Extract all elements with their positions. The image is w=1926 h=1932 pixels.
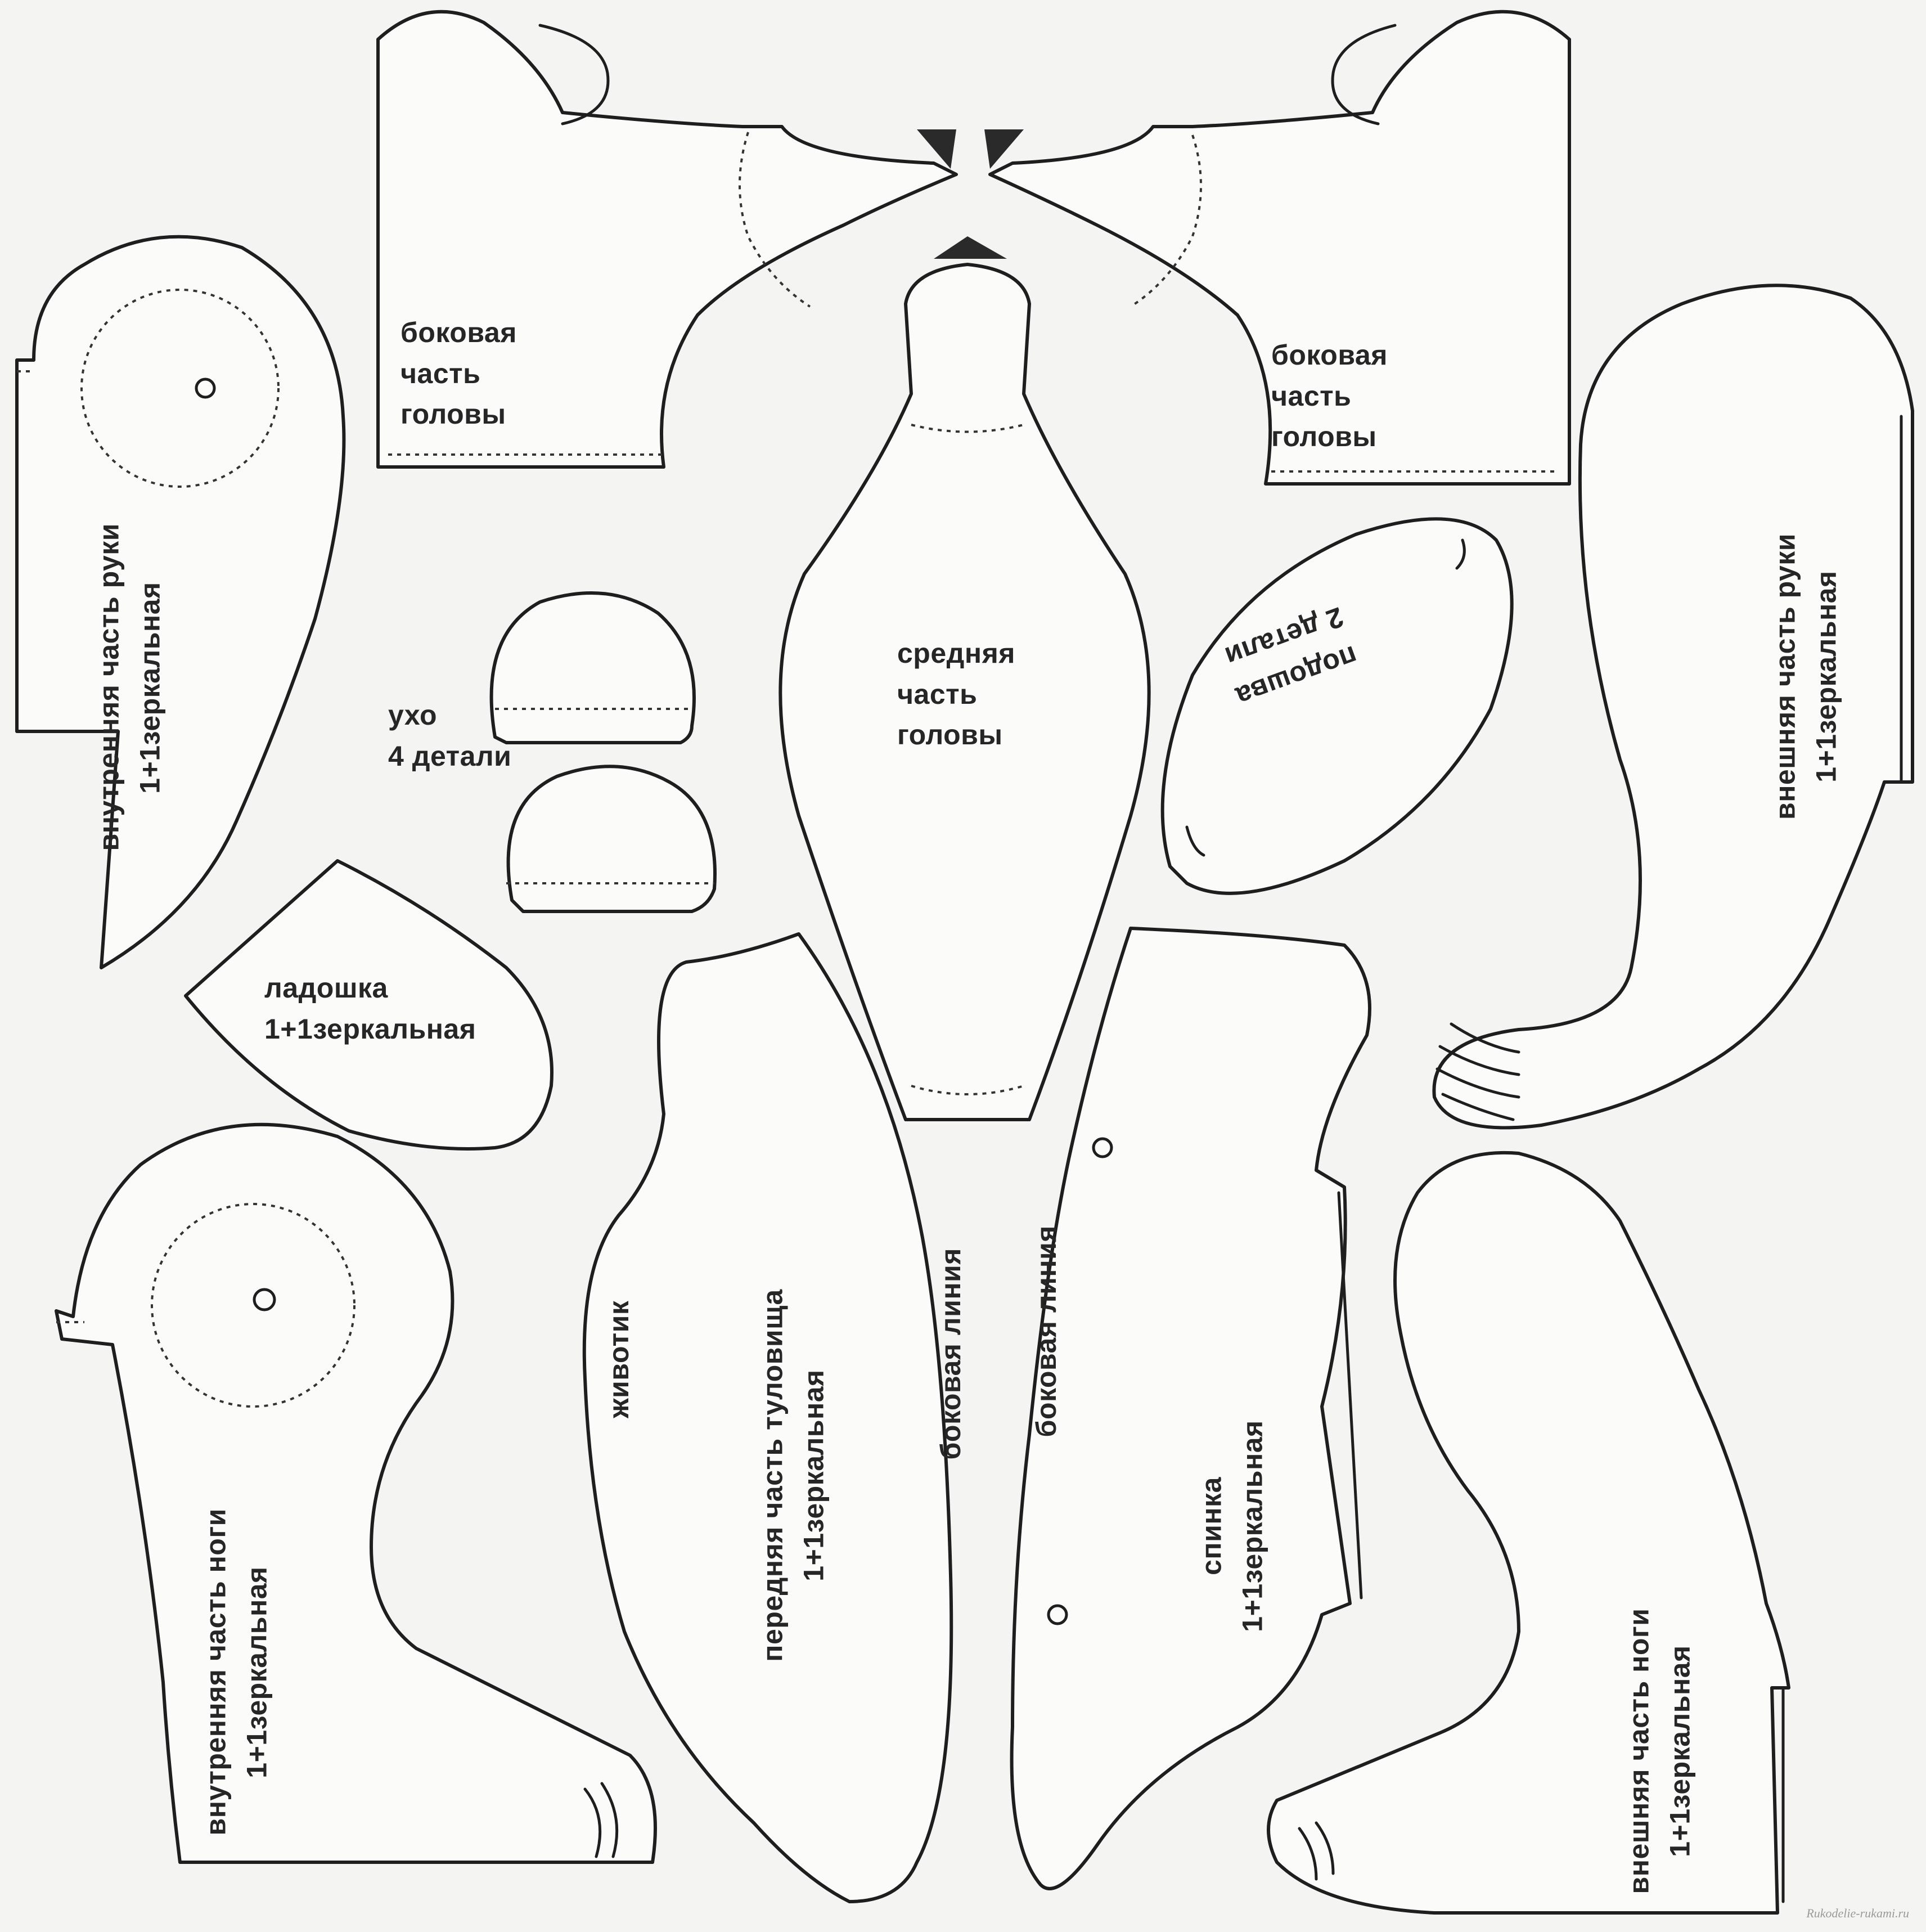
label-line: боковая линия [934,1248,966,1460]
label-line: 1+1зеркальная [1236,1420,1268,1632]
leg-outer-label: внешняя часть ноги 1+1зеркальная [1619,1577,1700,1926]
arm-outer-label: внешняя часть руки 1+1зеркальная [1765,514,1847,840]
label-line: животик [602,1300,634,1418]
body-front-sideline-label: боковая линия [930,1196,971,1511]
label-line: боковая [1271,339,1388,371]
label-line: головы [897,719,1003,751]
ear-label: ухо 4 детали [388,695,511,776]
label-line: боковая [400,317,517,348]
label-line: ухо [388,699,438,731]
head-side-left-label: боковая часть головы [400,312,517,435]
arm-inner-label: внутренняя часть руки 1+1зеркальная [89,523,170,851]
watermark-text: Rukodelie-rukami.ru [1806,1906,1909,1920]
label-line: 1+1зеркальная [241,1566,272,1778]
arm-inner-piece [15,235,346,969]
body-back-sideline-label: боковая линия [1026,1174,1067,1489]
sole-piece [1160,517,1514,895]
label-line: головы [1271,421,1377,452]
label-line: внутренняя часть ноги [200,1508,232,1836]
label-line: передняя часть туловища [757,1289,789,1662]
label-line: часть [897,678,978,710]
label-line: часть [400,357,481,389]
label-line: 1+1зеркальная [134,582,165,794]
ear-bottom-piece [506,765,717,913]
body-front-piece [582,932,953,1903]
label-line: 1+1зеркальная [1810,570,1842,783]
label-line: боковая линия [1030,1225,1062,1437]
palm-label: ладошка 1+1зеркальная [264,968,476,1049]
leg-outer-piece [1267,1151,1790,1915]
head-side-right-piece [984,10,1571,486]
head-side-left-piece [376,10,958,469]
label-line: 1+1зеркальная [264,1013,476,1045]
label-line: 1+1зеркальная [1664,1645,1695,1857]
label-line: спинка [1195,1477,1227,1575]
label-line: 4 детали [388,740,512,772]
body-front-belly-label: животик [598,1269,640,1449]
label-line: средняя [897,637,1015,669]
label-line: часть [1271,380,1352,412]
body-front-label: передняя часть туловища 1+1зеркальная [753,1262,834,1690]
ear-top-piece [489,591,696,744]
body-back-label: спинка 1+1зеркальная [1191,1391,1273,1661]
palm-piece [184,859,554,1151]
head-side-right-label: боковая часть головы [1271,335,1388,457]
leg-inner-label: внутренняя часть ноги 1+1зеркальная [196,1508,277,1836]
leg-inner-piece [55,1122,657,1864]
label-line: 1+1зеркальная [798,1369,829,1581]
head-middle-piece [778,236,1151,1121]
label-line: внешняя часть руки [1769,533,1801,820]
label-line: головы [400,398,506,430]
label-line: ладошка [264,972,388,1004]
body-back-piece [1010,927,1371,1890]
head-middle-label: средняя часть головы [897,633,1015,756]
label-line: внутренняя часть руки [93,523,125,851]
arm-outer-piece [1432,284,1914,1130]
label-line: внешняя часть ноги [1623,1608,1655,1894]
